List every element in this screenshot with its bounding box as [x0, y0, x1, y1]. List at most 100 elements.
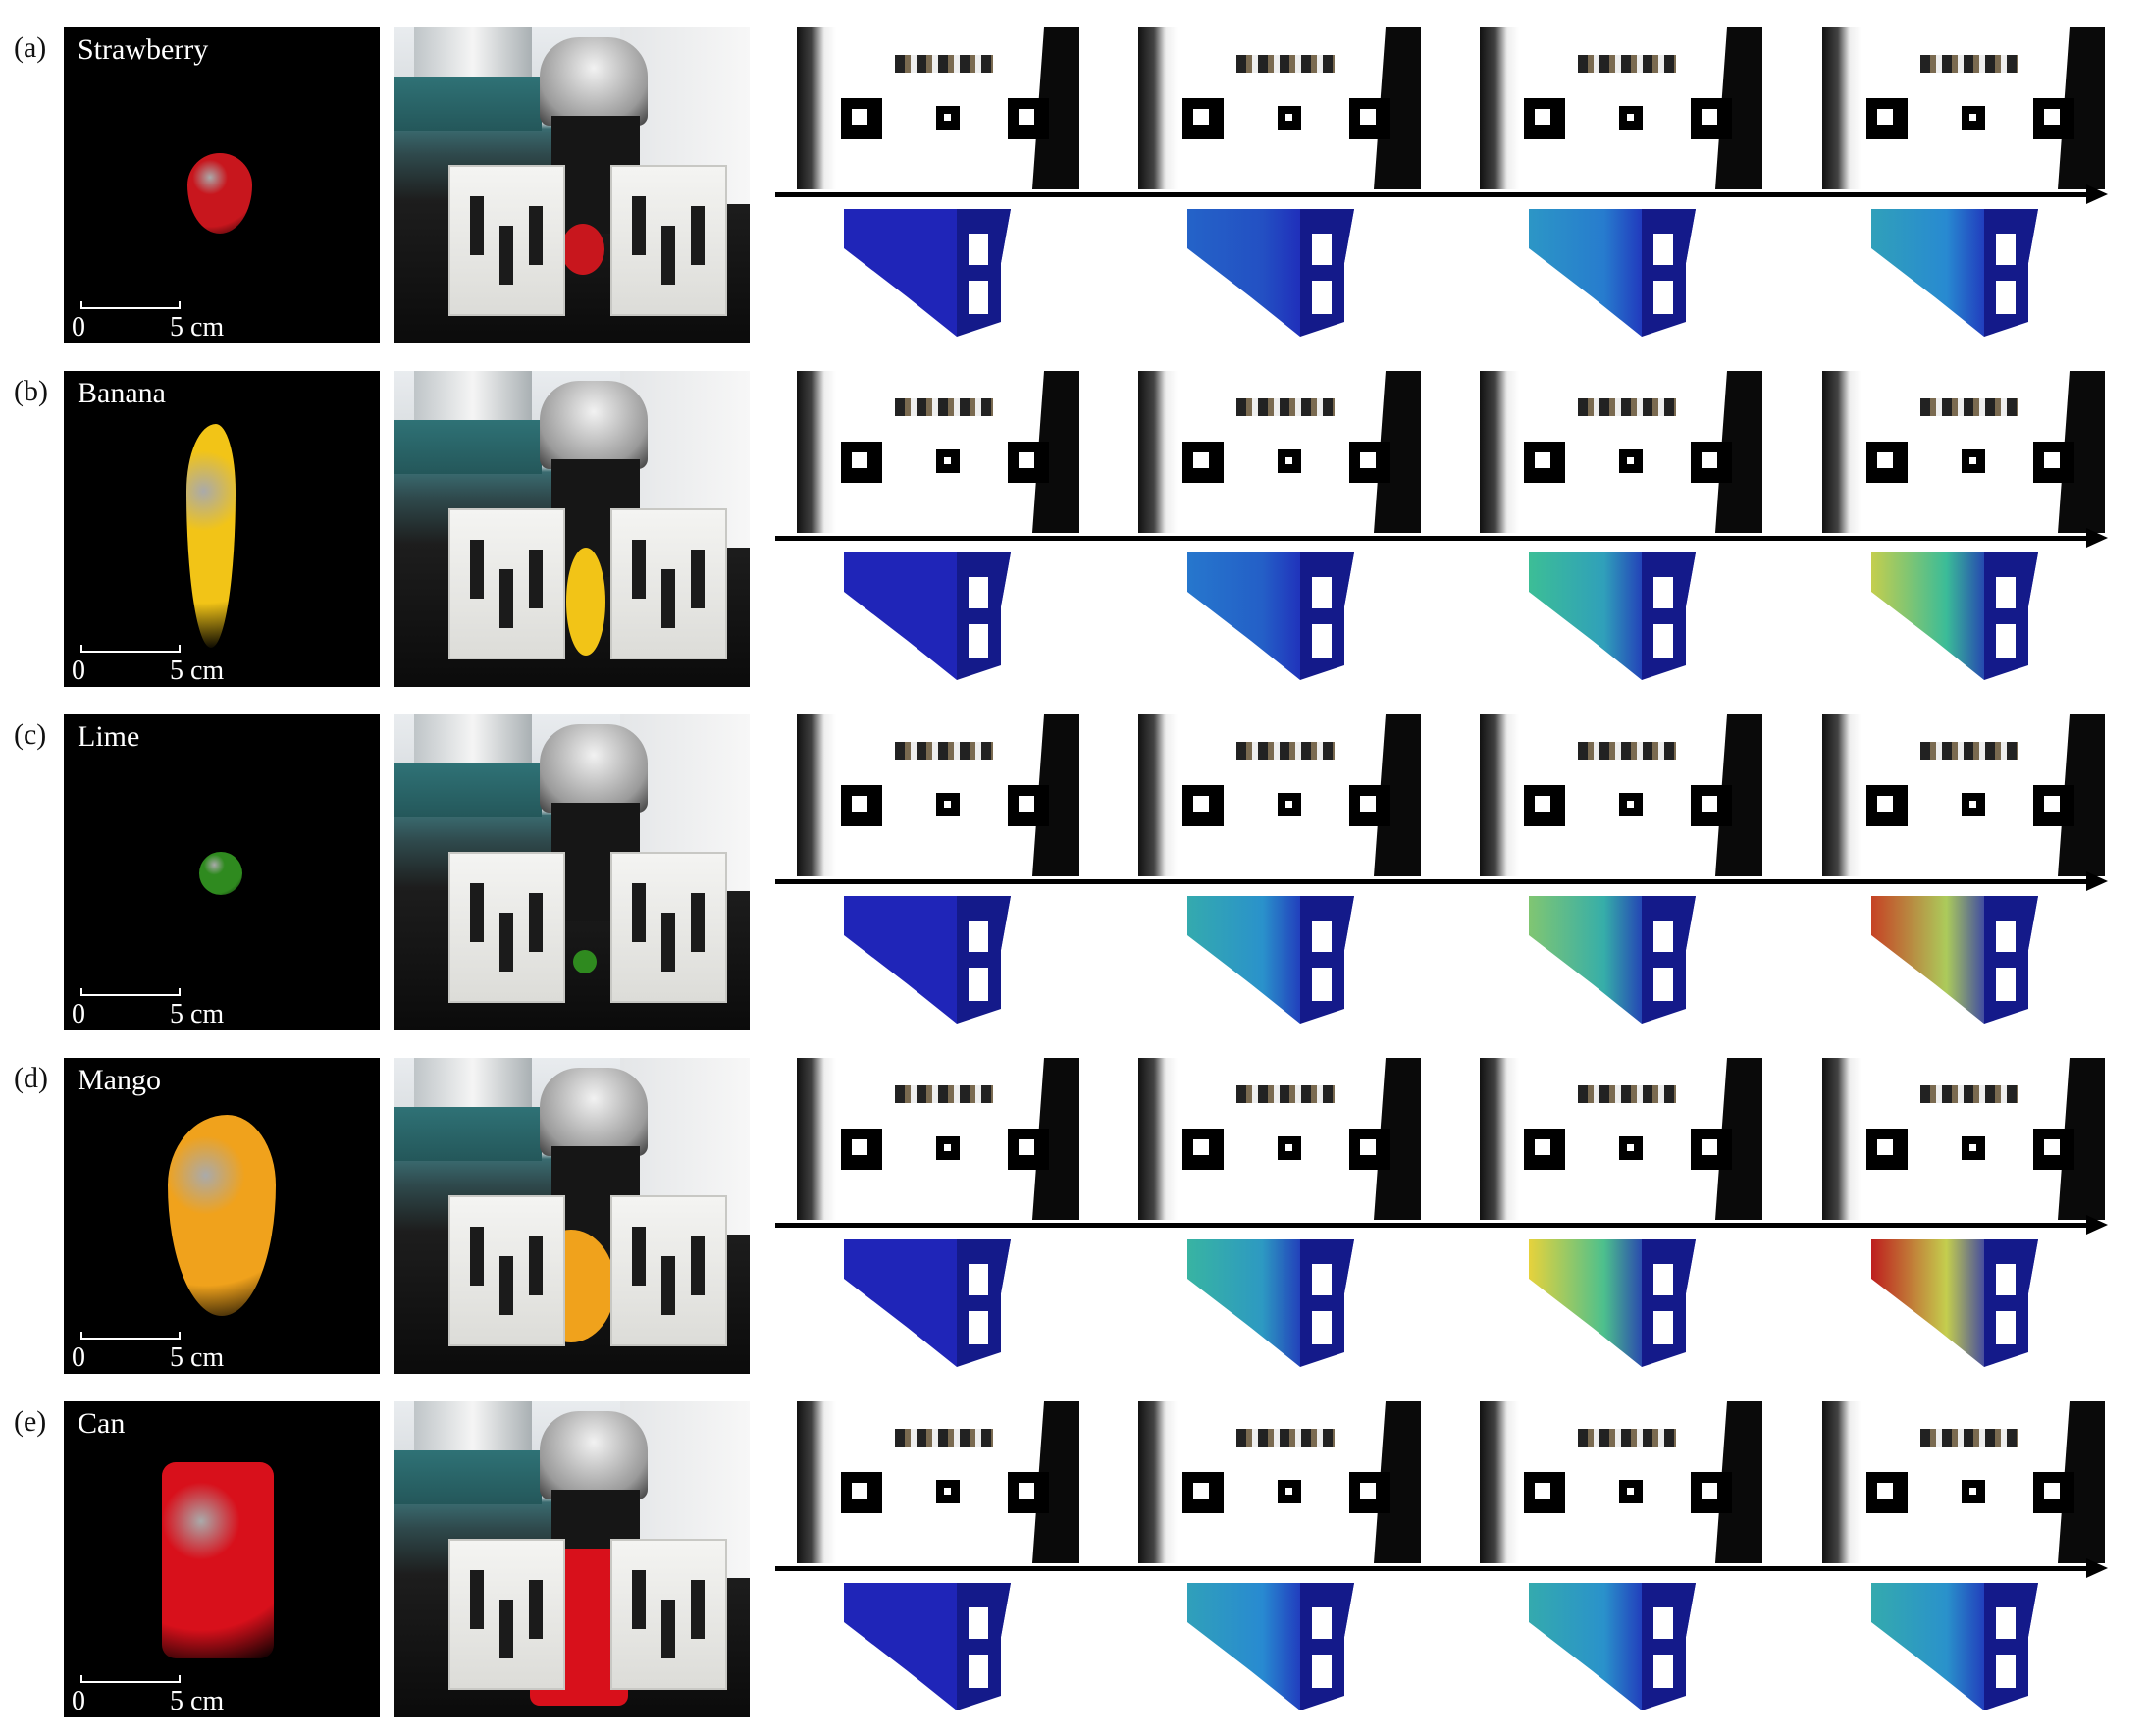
finger-window-lower [1996, 624, 2016, 658]
finger-window-lower [1312, 624, 1332, 658]
finger-side [1300, 209, 1354, 337]
tactile-camera-frame [1822, 27, 2105, 189]
aruco-marker-2 [1619, 1136, 1643, 1160]
scale-end-label: 5 cm [170, 1686, 225, 1716]
finger-stress-frame [1866, 891, 2038, 1028]
finger-slot [691, 1236, 705, 1295]
finger-stress-render-0-3 [1871, 209, 2038, 337]
scale-tick-left [80, 1332, 82, 1340]
aruco-marker-3 [2033, 98, 2074, 139]
object-photo [168, 1115, 276, 1316]
aruco-marker-3 [1008, 98, 1049, 139]
aruco-marker-2 [1278, 1136, 1301, 1160]
finger-slot [499, 1600, 513, 1658]
panel-label: (a) [14, 31, 47, 64]
tactile-camera-frame [1822, 714, 2105, 876]
finger-stress-render-0-1 [1187, 209, 1354, 337]
finger-slot [470, 540, 484, 599]
finger-window-upper [969, 577, 988, 608]
tactile-camera-frame [1822, 1401, 2105, 1563]
tactile-camera-frame [1138, 27, 1421, 189]
finger-stress-frame [1524, 1578, 1696, 1715]
aruco-marker-2 [1962, 449, 1985, 473]
scale-tick-right [179, 1675, 181, 1683]
panel-label: (c) [14, 718, 47, 751]
aruco-marker-1 [1524, 785, 1565, 826]
finger-window-lower [969, 968, 988, 1001]
finger-stress-render-1-2 [1529, 552, 1696, 680]
finger-stress-render-3-2 [1529, 1239, 1696, 1367]
finger-side [957, 1239, 1011, 1367]
top-band [1920, 55, 2018, 73]
finger-stress-frame [1182, 548, 1354, 685]
finger-stress-frame [839, 891, 1011, 1028]
object-photo [186, 424, 236, 648]
left-wall [797, 714, 836, 876]
aruco-marker-3 [1008, 442, 1049, 483]
top-band [895, 742, 993, 760]
top-band [1236, 742, 1335, 760]
finger-stress-render-3-1 [1187, 1239, 1354, 1367]
finger-stress-render-2-0 [844, 896, 1011, 1024]
aruco-marker-3 [1349, 442, 1390, 483]
finger-side [1642, 552, 1696, 680]
gripper-head [540, 724, 648, 813]
finger-window-upper [1312, 1264, 1332, 1295]
left-wall [1822, 371, 1861, 533]
soft-finger-right [610, 508, 727, 659]
aruco-marker-3 [2033, 1129, 2074, 1170]
finger-side [957, 209, 1011, 337]
left-wall [1822, 1401, 1861, 1563]
tactile-camera-frame [1480, 714, 1762, 876]
finger-window-lower [969, 624, 988, 658]
time-arrow-head [2086, 1558, 2108, 1578]
top-band [1578, 742, 1676, 760]
finger-slot [661, 1600, 675, 1658]
finger-stress-frame [1182, 891, 1354, 1028]
finger-slot [661, 569, 675, 628]
aruco-marker-1 [1182, 98, 1224, 139]
finger-slot [632, 540, 646, 599]
finger-stress-render-4-2 [1529, 1583, 1696, 1710]
finger-window-lower [1312, 1655, 1332, 1688]
tactile-camera-frame [797, 371, 1079, 533]
finger-window-lower [969, 1311, 988, 1344]
tactile-camera-frame [797, 714, 1079, 876]
finger-side [1984, 1239, 2038, 1367]
finger-side [1300, 552, 1354, 680]
finger-window-upper [1996, 1607, 2016, 1639]
top-band [1236, 55, 1335, 73]
aruco-marker-2 [1278, 449, 1301, 473]
left-wall [1138, 714, 1178, 876]
finger-side [1642, 209, 1696, 337]
soft-finger-left [448, 508, 565, 659]
gripper-photo [394, 27, 750, 343]
aruco-marker-3 [1691, 1472, 1732, 1513]
aruco-marker-2 [1619, 1480, 1643, 1503]
finger-stress-render-2-2 [1529, 896, 1696, 1024]
top-band [1578, 1085, 1676, 1103]
gripper-photo [394, 1401, 750, 1717]
gripper-head [540, 37, 648, 126]
aruco-marker-1 [841, 98, 882, 139]
finger-window-lower [1312, 1311, 1332, 1344]
grasped-object [573, 950, 597, 973]
aruco-marker-2 [1278, 106, 1301, 130]
scale-bar [80, 651, 181, 653]
aruco-marker-2 [936, 449, 960, 473]
finger-window-lower [969, 281, 988, 314]
finger-slot [499, 913, 513, 972]
soft-finger-right [610, 852, 727, 1003]
tactile-camera-frame [797, 1058, 1079, 1220]
panel-label: (e) [14, 1405, 47, 1438]
top-band [1236, 398, 1335, 416]
finger-window-lower [1653, 1655, 1673, 1688]
gripper-teal [394, 420, 542, 474]
soft-finger-right [610, 165, 727, 316]
finger-stress-render-1-1 [1187, 552, 1354, 680]
aruco-marker-2 [1962, 793, 1985, 816]
aruco-marker-2 [1962, 106, 1985, 130]
object-name: Can [78, 1407, 126, 1440]
